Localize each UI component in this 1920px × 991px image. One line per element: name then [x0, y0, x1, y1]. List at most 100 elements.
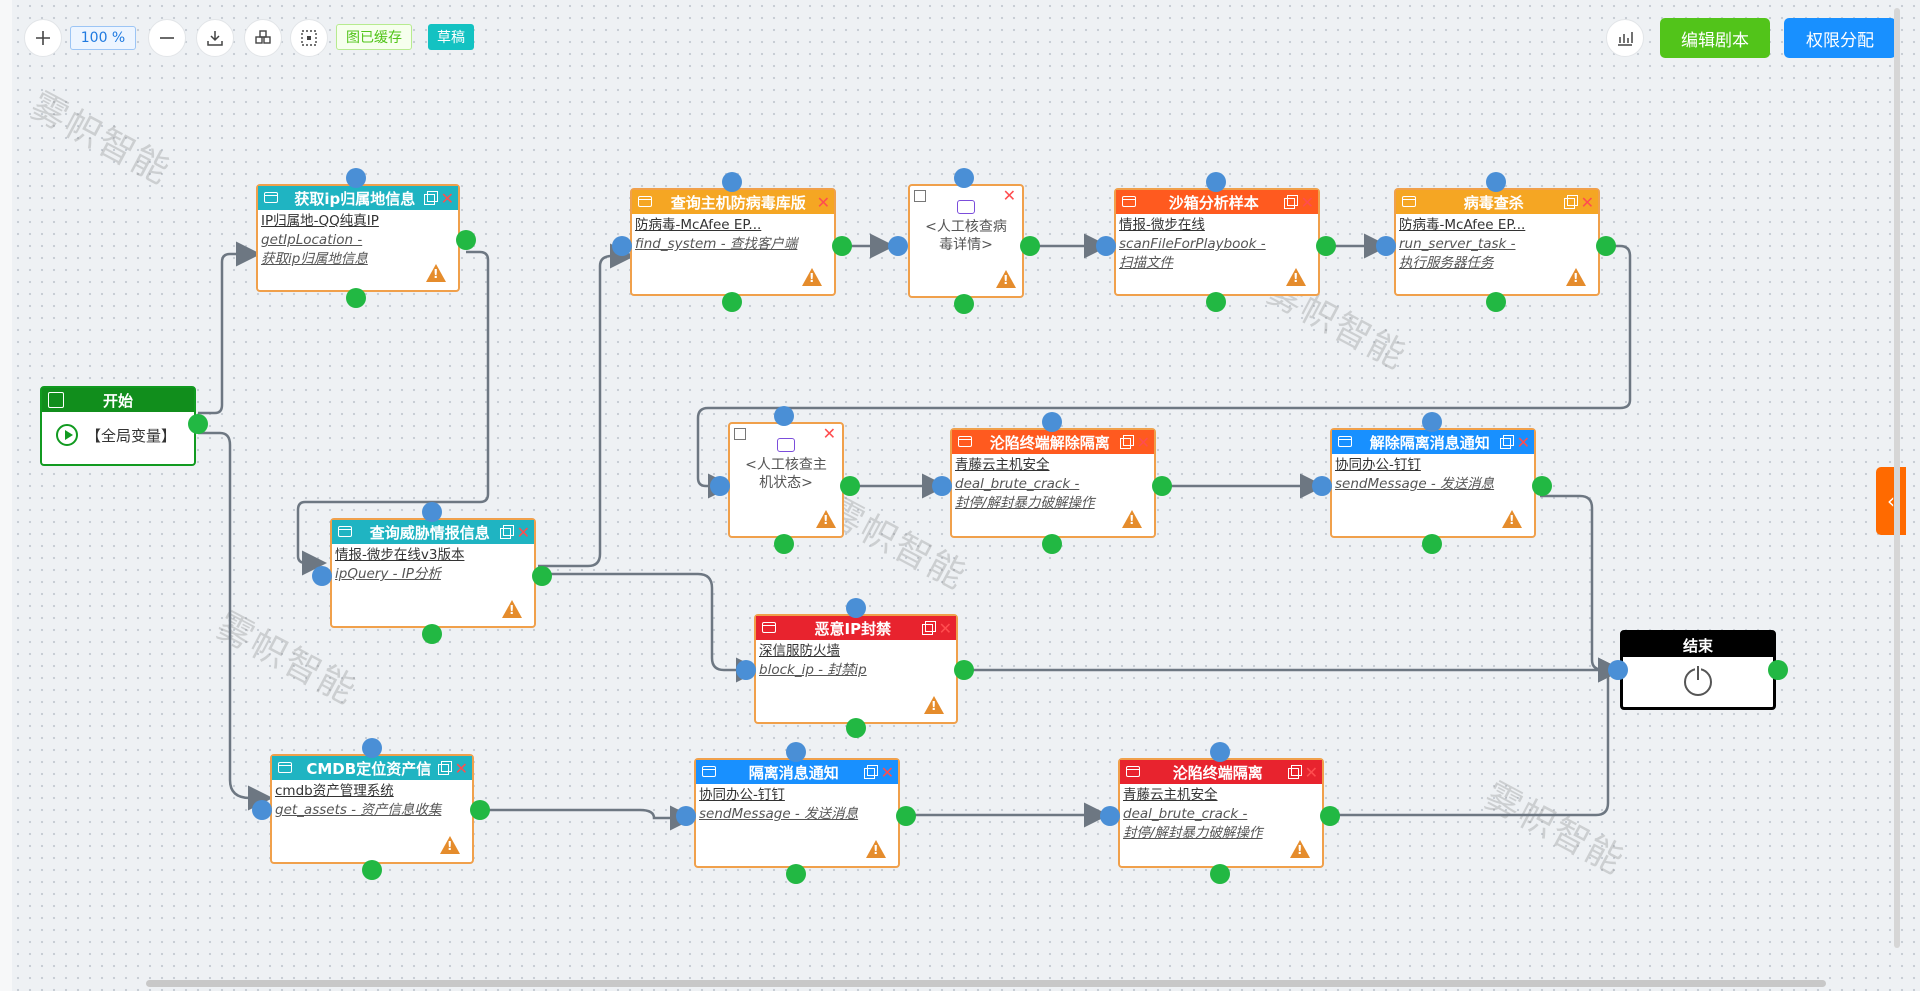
input-port[interactable]	[786, 742, 806, 762]
close-icon[interactable]: ✕	[516, 522, 530, 542]
node-manual-check-virus[interactable]: ✕ <人工核查病毒详情>	[908, 184, 1024, 298]
copy-icon[interactable]	[1287, 765, 1302, 779]
input-port[interactable]	[1042, 412, 1062, 432]
copy-icon[interactable]	[1119, 435, 1134, 449]
output-port[interactable]	[362, 860, 382, 880]
output-port[interactable]	[1596, 236, 1616, 256]
start-node[interactable]: 开始 【全局变量】	[40, 386, 196, 466]
output-port[interactable]	[456, 230, 476, 250]
output-port[interactable]	[954, 660, 974, 680]
close-icon[interactable]: ✕	[1304, 762, 1318, 782]
output-port[interactable]	[786, 864, 806, 884]
input-port[interactable]	[422, 502, 442, 522]
play-icon[interactable]	[56, 424, 78, 446]
output-port[interactable]	[1422, 534, 1442, 554]
close-icon[interactable]: ✕	[1136, 432, 1150, 452]
close-icon[interactable]: ✕	[1516, 432, 1530, 452]
input-port[interactable]	[1486, 172, 1506, 192]
output-port[interactable]	[1152, 476, 1172, 496]
output-port[interactable]	[1768, 660, 1788, 680]
close-icon[interactable]: ✕	[1002, 186, 1016, 205]
close-icon[interactable]: ✕	[816, 192, 830, 212]
output-port[interactable]	[1020, 236, 1040, 256]
close-icon[interactable]: ✕	[938, 618, 952, 638]
vertical-scrollbar[interactable]	[1894, 8, 1900, 948]
copy-icon[interactable]	[499, 525, 514, 539]
output-port[interactable]	[346, 288, 366, 308]
download-button[interactable]	[196, 19, 234, 57]
input-port[interactable]	[774, 406, 794, 426]
input-port[interactable]	[722, 172, 742, 192]
output-port[interactable]	[422, 624, 442, 644]
side-panel-toggle[interactable]: ‹	[1876, 467, 1906, 535]
output-port[interactable]	[1320, 806, 1340, 826]
output-port[interactable]	[896, 806, 916, 826]
copy-icon[interactable]	[1499, 435, 1514, 449]
output-port[interactable]	[832, 236, 852, 256]
input-port[interactable]	[1096, 236, 1116, 256]
input-port[interactable]	[846, 598, 866, 618]
output-port[interactable]	[1316, 236, 1336, 256]
input-port[interactable]	[932, 476, 952, 496]
copy-icon[interactable]	[437, 761, 452, 775]
copy-icon[interactable]	[921, 621, 936, 635]
output-port[interactable]	[954, 294, 974, 314]
zoom-out-button[interactable]	[148, 19, 186, 57]
copy-icon[interactable]	[914, 190, 926, 202]
copy-icon[interactable]	[734, 428, 746, 440]
copy-icon[interactable]	[1283, 195, 1298, 209]
node-virus-kill[interactable]: 病毒查杀✕ 防病毒-McAfee EP...run_server_task -执…	[1394, 188, 1600, 296]
input-port[interactable]	[1312, 476, 1332, 496]
output-port[interactable]	[1532, 476, 1552, 496]
zoom-in-button[interactable]	[24, 19, 62, 57]
fit-view-button[interactable]	[290, 19, 328, 57]
close-icon[interactable]: ✕	[1300, 192, 1314, 212]
input-port[interactable]	[1422, 412, 1442, 432]
input-port[interactable]	[1376, 236, 1396, 256]
input-port[interactable]	[362, 738, 382, 758]
stats-button[interactable]	[1606, 19, 1644, 57]
output-port[interactable]	[532, 566, 552, 586]
output-port[interactable]	[1206, 292, 1226, 312]
input-port[interactable]	[676, 806, 696, 826]
copy-icon[interactable]	[863, 765, 878, 779]
output-port[interactable]	[1042, 534, 1062, 554]
output-port[interactable]	[846, 718, 866, 738]
input-port[interactable]	[736, 660, 756, 680]
input-port[interactable]	[252, 800, 272, 820]
input-port[interactable]	[888, 236, 908, 256]
output-port[interactable]	[1210, 864, 1230, 884]
output-port[interactable]	[722, 292, 742, 312]
close-icon[interactable]: ✕	[454, 758, 468, 778]
output-port[interactable]	[774, 534, 794, 554]
output-port[interactable]	[188, 414, 208, 434]
copy-icon[interactable]	[423, 191, 438, 205]
input-port[interactable]	[312, 566, 332, 586]
horizontal-scrollbar[interactable]	[146, 980, 1826, 987]
input-port[interactable]	[1100, 806, 1120, 826]
input-port[interactable]	[710, 476, 730, 496]
input-port[interactable]	[612, 236, 632, 256]
input-port[interactable]	[1206, 172, 1226, 192]
input-port[interactable]	[1608, 660, 1628, 680]
output-port[interactable]	[1486, 292, 1506, 312]
input-port[interactable]	[954, 168, 974, 188]
input-port[interactable]	[1210, 742, 1230, 762]
node-manual-check-host[interactable]: ✕ <人工核查主机状态>	[728, 422, 844, 538]
close-icon[interactable]: ✕	[880, 762, 894, 782]
input-port[interactable]	[346, 168, 366, 188]
edit-playbook-button[interactable]: 编辑剧本	[1660, 18, 1770, 58]
close-icon[interactable]: ✕	[440, 188, 454, 208]
copy-icon[interactable]	[1563, 195, 1578, 209]
close-icon[interactable]: ✕	[822, 424, 836, 443]
output-port[interactable]	[840, 476, 860, 496]
global-vars-label[interactable]: 【全局变量】	[86, 426, 177, 445]
